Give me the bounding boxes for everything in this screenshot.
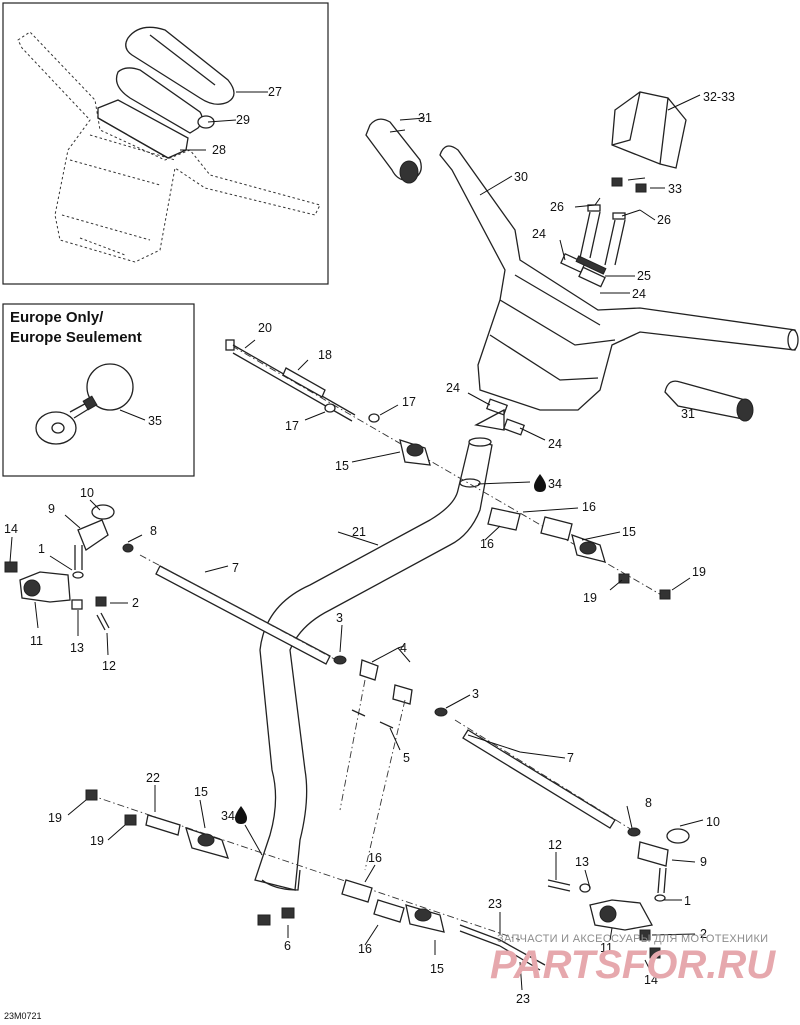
inset-handlebar-pad: 27 29 28 [2,2,329,285]
callout-6: 6 [284,939,291,953]
steering-assembly: 31 30 32-33 33 26 26 24 25 24 24 24 31 3… [4,90,799,1006]
callout-18: 18 [318,348,332,362]
document-id: 23M0721 [4,1011,42,1021]
callout-25: 25 [637,269,651,283]
callout-19-d: 19 [90,834,104,848]
callout-19-a: 19 [692,565,706,579]
callout-14-right: 14 [644,973,658,987]
callout-26-right: 26 [657,213,671,227]
callout-33: 33 [668,182,682,196]
callout-7-left: 7 [232,561,239,575]
callout-24-b: 24 [632,287,646,301]
callout-9-right: 9 [700,855,707,869]
callout-31-right: 31 [681,407,695,421]
callout-21: 21 [352,525,366,539]
callout-16-d: 16 [358,942,372,956]
callout-7-right: 7 [567,751,574,765]
callout-15-d: 15 [430,962,444,976]
europe-title-line2: Europe Seulement [10,329,142,346]
callout-1-right: 1 [684,894,691,908]
callout-19-c: 19 [48,811,62,825]
callout-14-left: 14 [4,522,18,536]
callout-24-c: 24 [446,381,460,395]
callout-17-left: 17 [285,419,299,433]
callout-26-left: 26 [550,200,564,214]
callout-10-left: 10 [80,486,94,500]
callout-13-left: 13 [70,641,84,655]
callout-32-33: 32-33 [703,90,735,104]
callout-11-right: 11 [600,941,613,955]
callout-17-right: 17 [402,395,416,409]
callout-20: 20 [258,321,272,335]
callout-10-right: 10 [706,815,720,829]
callout-9-left: 9 [48,502,55,516]
callout-3-left: 3 [336,611,343,625]
callout-5: 5 [403,751,410,765]
callout-16-a: 16 [582,500,596,514]
callout-12-right: 12 [548,838,562,852]
callout-35: 35 [148,414,162,428]
callout-3-right: 3 [472,687,479,701]
inset-europe-horn: Europe Only/ Europe Seulement 35 [2,303,195,477]
callout-31-top: 31 [418,111,432,125]
callout-15-c: 15 [194,785,208,799]
callout-23-bottom: 23 [516,992,530,1006]
callout-27: 27 [268,85,282,99]
callout-34-bottom: 34 [221,809,235,823]
callout-11-left: 11 [30,634,43,648]
callout-8-right: 8 [645,796,652,810]
callout-13-right: 13 [575,855,589,869]
watermark-logo: PARTSFOR.RU [490,943,776,987]
callout-8-left: 8 [150,524,157,538]
callout-24-d: 24 [548,437,562,451]
callout-16-c: 16 [368,851,382,865]
watermark: ЗАПЧАСТИ И АКСЕССУАРЫ ДЛЯ МОТОТЕХНИКИ PA… [490,933,776,987]
callout-1-left: 1 [38,542,45,556]
europe-title-line1: Europe Only/ [10,309,104,326]
callout-22: 22 [146,771,160,785]
callout-2-right: 2 [700,927,707,941]
callout-34-top: 34 [548,477,562,491]
callout-30: 30 [514,170,528,184]
callout-4: 4 [400,641,407,655]
callout-16-b: 16 [480,537,494,551]
callout-12-left: 12 [102,659,116,673]
callout-15-a: 15 [335,459,349,473]
callout-15-b: 15 [622,525,636,539]
callout-24-a: 24 [532,227,546,241]
callout-19-b: 19 [583,591,597,605]
watermark-tagline: ЗАПЧАСТИ И АКСЕССУАРЫ ДЛЯ МОТОТЕХНИКИ [497,933,768,945]
callout-2-left: 2 [132,596,139,610]
callout-28: 28 [212,143,226,157]
callout-23-top: 23 [488,897,502,911]
callout-29: 29 [236,113,250,127]
